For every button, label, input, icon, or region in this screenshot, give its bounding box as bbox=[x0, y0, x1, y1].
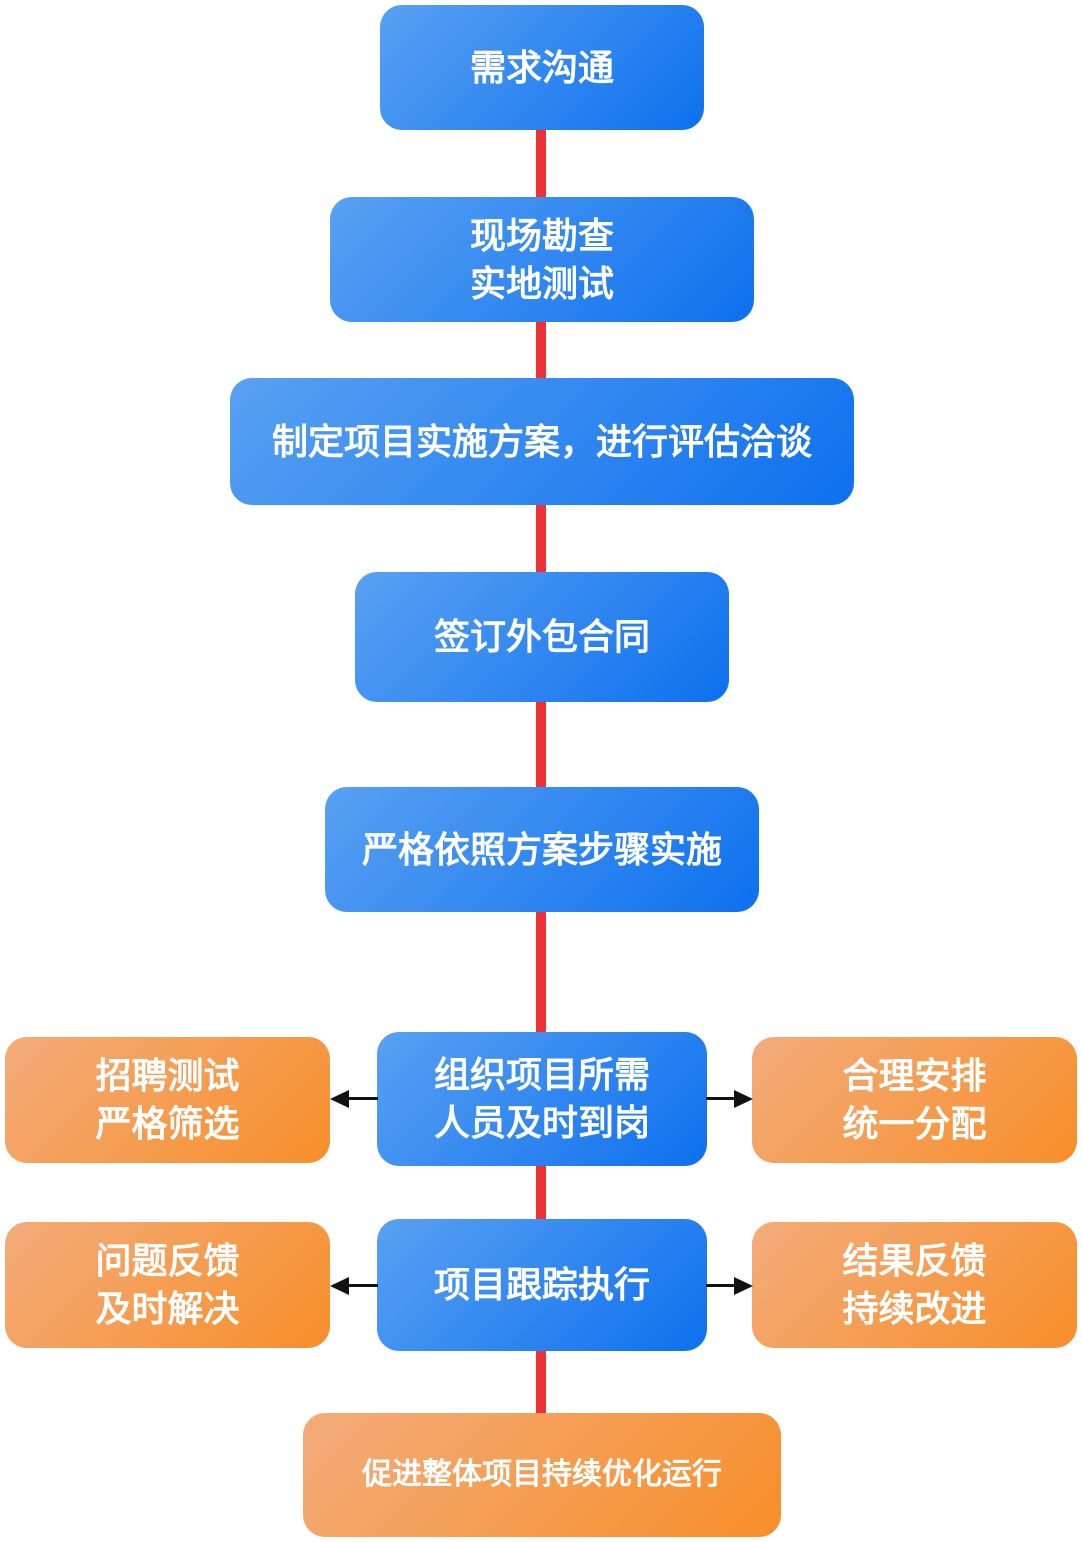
node-site-survey: 现场勘查 实地测试 bbox=[330, 197, 754, 322]
node-result-feedback: 结果反馈 持续改进 bbox=[752, 1222, 1077, 1348]
arrow-line-to-assign bbox=[706, 1097, 735, 1100]
node-continuous-optimization: 促进整体项目持续优化运行 bbox=[303, 1413, 781, 1537]
node-staffing-on-time: 组织项目所需 人员及时到岗 bbox=[377, 1032, 707, 1166]
arrow-head-right-icon bbox=[734, 1090, 753, 1108]
node-continuous-optimization-label: 促进整体项目持续优化运行 bbox=[362, 1458, 722, 1492]
node-site-survey-label: 现场勘查 实地测试 bbox=[469, 214, 614, 304]
arrow-head-right-icon bbox=[734, 1277, 753, 1295]
node-implementation-plan-label: 制定项目实施方案，进行评估洽谈 bbox=[271, 420, 812, 462]
node-demand-communication-label: 需求沟通 bbox=[469, 46, 614, 88]
node-outsourcing-contract-label: 签订外包合同 bbox=[433, 616, 650, 658]
node-reasonable-assignment-label: 合理安排 统一分配 bbox=[842, 1055, 987, 1144]
node-demand-communication: 需求沟通 bbox=[380, 5, 704, 130]
node-result-feedback-label: 结果反馈 持续改进 bbox=[842, 1240, 987, 1329]
arrow-line-to-recruit bbox=[349, 1097, 378, 1100]
node-reasonable-assignment: 合理安排 统一分配 bbox=[752, 1037, 1077, 1163]
node-project-tracking-label: 项目跟踪执行 bbox=[433, 1264, 650, 1306]
node-implementation-plan: 制定项目实施方案，进行评估洽谈 bbox=[230, 378, 854, 505]
arrow-head-left-icon bbox=[330, 1090, 349, 1108]
node-staffing-on-time-label: 组织项目所需 人员及时到岗 bbox=[433, 1054, 650, 1143]
arrow-line-to-result-feedback bbox=[706, 1284, 735, 1287]
node-recruit-screening: 招聘测试 严格筛选 bbox=[5, 1037, 330, 1163]
arrow-line-to-issue-feedback bbox=[349, 1284, 378, 1287]
node-issue-feedback-label: 问题反馈 及时解决 bbox=[95, 1240, 240, 1329]
arrow-head-left-icon bbox=[330, 1277, 349, 1295]
node-strict-implementation-label: 严格依照方案步骤实施 bbox=[361, 828, 722, 870]
node-issue-feedback: 问题反馈 及时解决 bbox=[5, 1222, 330, 1348]
node-outsourcing-contract: 签订外包合同 bbox=[355, 572, 729, 702]
node-strict-implementation: 严格依照方案步骤实施 bbox=[325, 787, 759, 912]
node-project-tracking: 项目跟踪执行 bbox=[377, 1219, 707, 1351]
main-flow-line bbox=[536, 65, 546, 1413]
node-recruit-screening-label: 招聘测试 严格筛选 bbox=[95, 1055, 240, 1144]
